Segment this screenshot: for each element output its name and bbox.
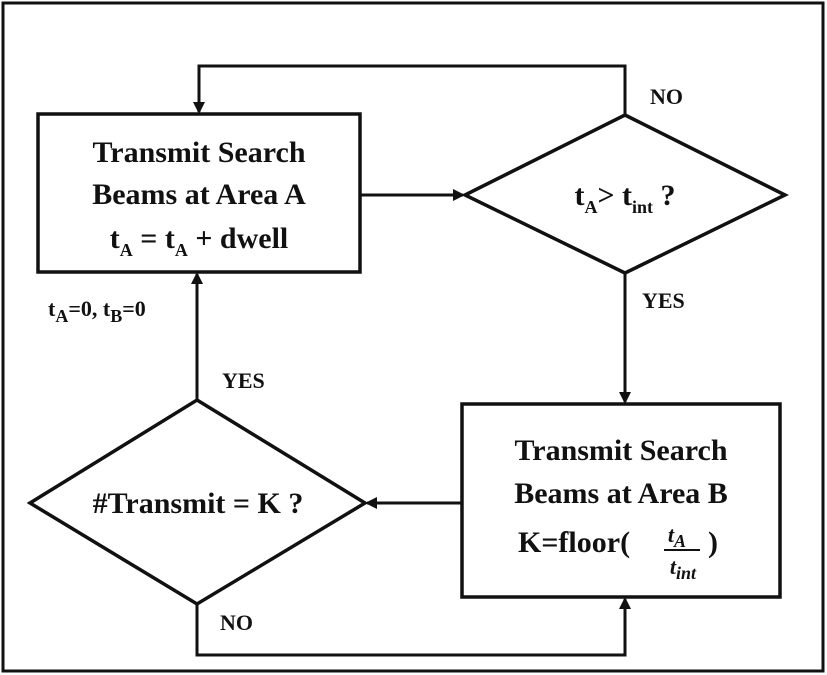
frac-numerator: tA xyxy=(668,522,686,551)
box-b-line2: Beams at Area B xyxy=(514,477,728,510)
box-b-line1: Transmit Search xyxy=(514,434,727,467)
decision-b-text: #Transmit = K ? xyxy=(93,487,304,520)
box-b-line3-prefix: K=floor( xyxy=(518,526,630,559)
label-yes-right: YES xyxy=(642,288,685,313)
box-a-line2: Beams at Area A xyxy=(92,178,306,211)
box-a-line3: tA = tA + dwell xyxy=(110,222,289,260)
box-a-line1: Transmit Search xyxy=(92,136,305,169)
arrow-decision-b-no-loop xyxy=(195,597,631,657)
label-yes-left: YES xyxy=(222,368,265,393)
frac-denominator: tint xyxy=(670,554,697,583)
box-b-line3-suffix: ) xyxy=(708,526,718,559)
label-no-top: NO xyxy=(650,84,683,109)
init-label: tA=0, tB=0 xyxy=(48,296,146,326)
arrow-decision-a-no-loop xyxy=(193,64,627,115)
label-no-bottom: NO xyxy=(220,610,253,635)
decision-a-text: tA> tint ? xyxy=(574,179,675,217)
